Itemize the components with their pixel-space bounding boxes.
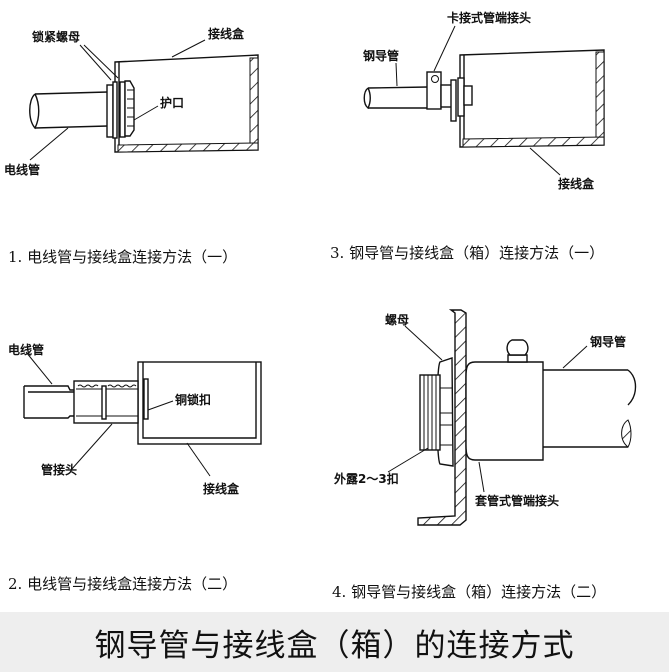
diagram-1: 锁紧螺母 接线盒 护口 电线管 1. 电线管与接线盒连接方法（一） xyxy=(4,26,259,266)
figure-title: 钢导管与接线盒（箱）的连接方式 xyxy=(94,627,575,664)
steel-conduit-4 xyxy=(543,369,637,448)
label-sleeve-connector: 套管式管端接头 xyxy=(474,493,559,508)
box-wall-bracket-4 xyxy=(417,309,467,526)
footer-caption-band: 钢导管与接线盒（箱）的连接方式 xyxy=(0,612,669,672)
label-coupling: 管接头 xyxy=(41,462,77,477)
sleeve-connector-4 xyxy=(465,339,544,461)
junction-box-1 xyxy=(114,54,259,153)
label-junction-box: 接线盒 xyxy=(203,481,240,496)
conduit-pipe-1 xyxy=(29,91,109,130)
label-conduit: 电线管 xyxy=(4,162,40,177)
label-conduit: 电线管 xyxy=(8,342,44,357)
label-copper-lock: 铜锁扣 xyxy=(175,392,211,407)
pipe-coupling-2 xyxy=(73,380,139,424)
clamp-connector-3 xyxy=(426,71,473,122)
diagram-3: 卡接式管端接头 钢导管 接线盒 3. 钢导管与接线盒（箱）连接方法（一） xyxy=(330,10,605,262)
label-junction-box: 接线盒 xyxy=(558,176,595,191)
caption-1: 1. 电线管与接线盒连接方法（一） xyxy=(8,248,237,266)
diagram-4: 螺母 钢导管 外露2～3扣 套管式管端接头 4. 钢导管与接线盒（箱）连接方法（… xyxy=(332,309,637,601)
label-nut: 螺母 xyxy=(385,312,409,327)
caption-4: 4. 钢导管与接线盒（箱）连接方法（二） xyxy=(332,583,606,601)
diagram-canvas: 锁紧螺母 接线盒 护口 电线管 1. 电线管与接线盒连接方法（一） xyxy=(4,10,637,601)
label-exposed-threads: 外露2～3扣 xyxy=(334,471,399,486)
junction-box-3 xyxy=(459,49,605,148)
label-steel-conduit: 钢导管 xyxy=(590,334,626,349)
copper-lock-2 xyxy=(143,378,149,420)
label-clamp-connector: 卡接式管端接头 xyxy=(447,10,531,25)
locknut-assembly-1 xyxy=(106,80,135,139)
steel-conduit-3 xyxy=(363,86,429,110)
conduit-pipe-2 xyxy=(23,385,75,419)
caption-3: 3. 钢导管与接线盒（箱）连接方法（一） xyxy=(330,244,604,262)
exposed-thread-4 xyxy=(419,374,441,451)
label-junction-box: 接线盒 xyxy=(208,26,245,41)
label-locknut: 锁紧螺母 xyxy=(32,29,80,44)
diagram-2: 电线管 铜锁扣 管接头 接线盒 2. 电线管与接线盒连接方法（二） xyxy=(8,342,262,593)
caption-2: 2. 电线管与接线盒连接方法（二） xyxy=(8,575,237,593)
label-bushing: 护口 xyxy=(160,95,184,110)
label-steel-conduit: 钢导管 xyxy=(363,48,399,63)
